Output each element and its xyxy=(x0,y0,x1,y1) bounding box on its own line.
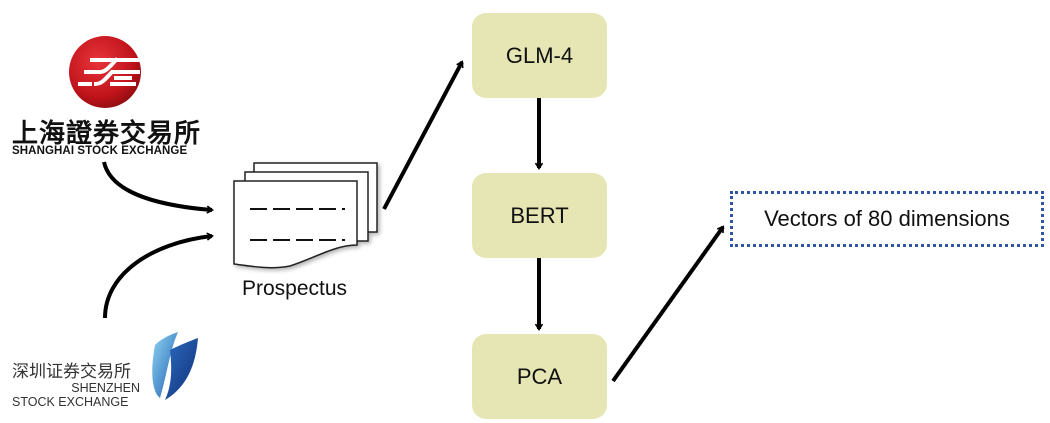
szse-logo-icon xyxy=(152,332,198,400)
output-vectors-label: Vectors of 80 dimensions xyxy=(764,206,1010,231)
node-pca-label: PCA xyxy=(516,363,563,389)
edge-shanghai-to-prospectus xyxy=(102,161,212,210)
prospectus-label: Prospectus xyxy=(242,277,348,300)
sse-logo-icon xyxy=(69,36,141,108)
document-stack-icon xyxy=(233,162,378,269)
node-glm4: GLM-4 xyxy=(472,13,607,98)
sse-name-en: SHANGHAI STOCK EXCHANGE xyxy=(12,145,188,157)
node-bert: BERT xyxy=(472,173,607,258)
edge-shenzhen-to-prospectus xyxy=(103,236,212,319)
node-pca: PCA xyxy=(472,334,607,419)
sse-name-cn: 上海證券交易所 xyxy=(12,119,202,149)
szse-name-en-line1: SHENZHEN xyxy=(71,381,140,395)
edge-prospectus-to-glm4 xyxy=(382,62,464,210)
output-vectors-box: Vectors of 80 dimensions xyxy=(730,191,1044,247)
node-glm4-label: GLM-4 xyxy=(505,42,574,68)
szse-name-en-line2: STOCK EXCHANGE xyxy=(12,395,129,409)
szse-name-cn: 深圳证券交易所 xyxy=(12,362,131,382)
node-bert-label: BERT xyxy=(510,202,569,228)
edge-pca-to-vectors xyxy=(611,227,725,383)
